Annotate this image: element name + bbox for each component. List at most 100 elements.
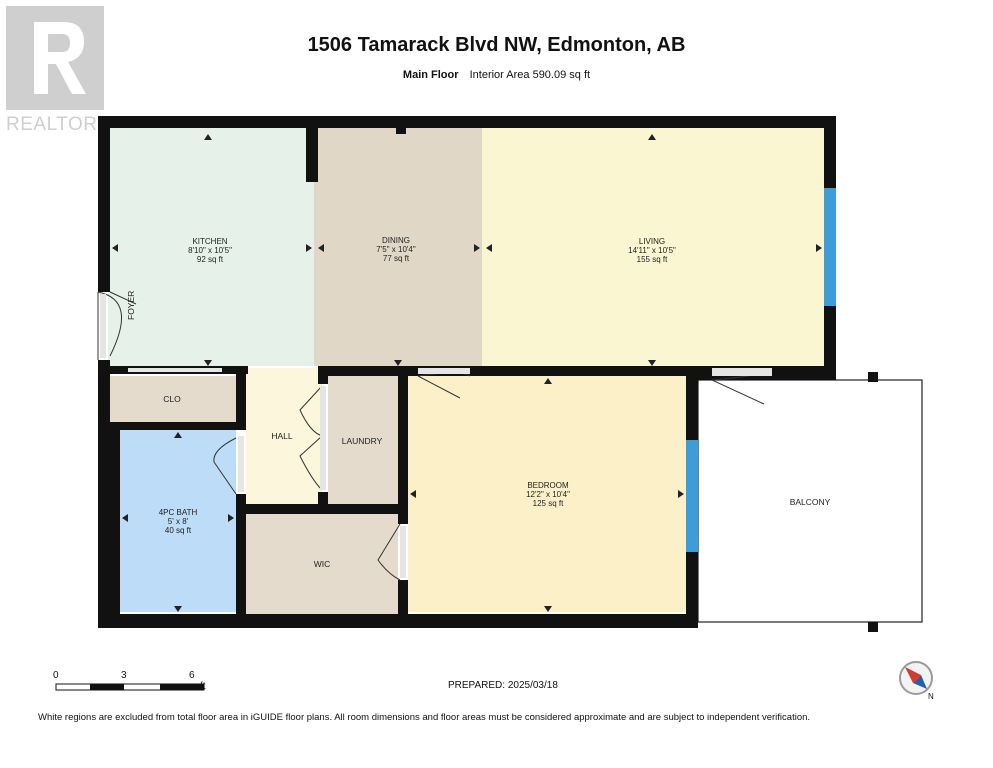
closet-opening bbox=[128, 368, 222, 372]
bath-dims: 5' x 8' bbox=[167, 517, 189, 526]
arrow-up-icon bbox=[204, 134, 212, 140]
bath-door-icon bbox=[213, 437, 237, 495]
wall bbox=[318, 366, 690, 376]
laundry-area bbox=[328, 376, 398, 504]
wall bbox=[396, 128, 406, 134]
living-area-text: 155 sq ft bbox=[636, 255, 668, 264]
arrow-up-icon bbox=[648, 134, 656, 140]
wic-label: WIC bbox=[313, 559, 331, 569]
bedroom-dims: 12'2" x 10'4" bbox=[526, 490, 570, 499]
arrow-down-icon bbox=[394, 360, 402, 366]
dining-name: DINING bbox=[382, 236, 410, 245]
laundry-opening bbox=[320, 386, 326, 490]
bath-area-text: 40 sq ft bbox=[164, 526, 192, 535]
realtor-r-icon bbox=[6, 6, 104, 110]
disclaimer-text: White regions are excluded from total fl… bbox=[38, 712, 811, 723]
wall bbox=[98, 360, 110, 628]
wall bbox=[246, 504, 408, 514]
wic-opening bbox=[400, 526, 406, 578]
wall bbox=[98, 116, 836, 128]
scale-bar-segment bbox=[160, 684, 204, 690]
arrow-right-icon bbox=[816, 244, 822, 252]
kitchen-label: KITCHEN 8'10" x 10'5" 92 sq ft bbox=[188, 237, 232, 264]
arrow-right-icon bbox=[228, 514, 234, 522]
dining-label: DINING 7'5" x 10'4" 77 sq ft bbox=[376, 236, 415, 263]
interior-area: Interior Area 590.09 sq ft bbox=[469, 69, 591, 81]
arrow-right-icon bbox=[474, 244, 480, 252]
wall bbox=[398, 580, 408, 616]
arrow-up-icon bbox=[174, 432, 182, 438]
wall bbox=[236, 366, 246, 428]
scale-tick-3: 3 bbox=[121, 670, 127, 681]
balcony-post bbox=[868, 372, 878, 382]
arrow-down-icon bbox=[544, 606, 552, 612]
floor-label: Main Floor bbox=[402, 69, 459, 81]
arrow-right-icon bbox=[678, 490, 684, 498]
foyer-opening bbox=[100, 294, 106, 358]
scale-tick-0: 0 bbox=[53, 670, 59, 681]
arrow-down-icon bbox=[648, 360, 656, 366]
balcony-label: BALCONY bbox=[789, 497, 831, 507]
bath-opening bbox=[238, 436, 244, 492]
wic-area bbox=[246, 514, 398, 614]
scale-bar-segment bbox=[90, 684, 124, 690]
bedroom-label: BEDROOM 12'2" x 10'4" 125 sq ft bbox=[526, 481, 570, 508]
wall bbox=[306, 128, 318, 182]
arrow-left-icon bbox=[410, 490, 416, 498]
wall bbox=[398, 366, 408, 524]
bedroom-name: BEDROOM bbox=[527, 481, 569, 490]
arrow-left-icon bbox=[122, 514, 128, 522]
bedroom-opening bbox=[418, 368, 470, 374]
page-subtitle: Main Floor Interior Area 590.09 sq ft bbox=[0, 69, 993, 81]
arrow-down-icon bbox=[204, 360, 212, 366]
arrow-down-icon bbox=[174, 606, 182, 612]
scale-tick-6: 6 bbox=[189, 670, 195, 681]
hall-area bbox=[246, 368, 322, 504]
laundry-door-icon bbox=[299, 385, 323, 491]
kitchen-area-text: 92 sq ft bbox=[196, 255, 224, 264]
living-label: LIVING 14'11" x 10'5" 155 sq ft bbox=[628, 237, 676, 264]
compass-icon bbox=[899, 661, 933, 695]
wic-door-icon bbox=[377, 523, 401, 581]
hall-label: HALL bbox=[271, 431, 293, 441]
foyer-label: FOYER bbox=[126, 290, 136, 320]
balcony-outline bbox=[697, 379, 923, 623]
dining-area bbox=[314, 128, 482, 366]
kitchen-area bbox=[108, 128, 314, 366]
living-window bbox=[824, 188, 836, 306]
prepared-date: PREPARED: 2025/03/18 bbox=[448, 680, 558, 691]
dining-area-text: 77 sq ft bbox=[382, 254, 410, 263]
kitchen-name: KITCHEN bbox=[192, 237, 228, 246]
wall bbox=[318, 492, 328, 506]
wall bbox=[108, 422, 246, 430]
realtor-logo: REALTOR bbox=[6, 6, 106, 135]
arrow-right-icon bbox=[306, 244, 312, 252]
page-title: 1506 Tamarack Blvd NW, Edmonton, AB bbox=[307, 34, 686, 56]
dimension-arrows bbox=[112, 134, 822, 612]
arrow-up-icon bbox=[544, 378, 552, 384]
arrow-left-icon bbox=[486, 244, 492, 252]
bath-area bbox=[120, 430, 236, 612]
balcony-post bbox=[868, 622, 878, 632]
realtor-logo-text: REALTOR bbox=[6, 114, 98, 135]
wall bbox=[98, 116, 110, 292]
bedroom-area-text: 125 sq ft bbox=[532, 499, 564, 508]
wall bbox=[98, 614, 698, 628]
closet-area bbox=[108, 376, 238, 422]
bath-name: 4PC BATH bbox=[158, 508, 198, 517]
wall bbox=[108, 430, 120, 614]
arrow-left-icon bbox=[112, 244, 118, 252]
closet-label: CLO bbox=[163, 394, 181, 404]
bath-label: 4PC BATH 5' x 8' 40 sq ft bbox=[159, 508, 198, 535]
bedroom-window bbox=[686, 440, 698, 552]
living-name: LIVING bbox=[638, 237, 666, 246]
living-dims: 14'11" x 10'5" bbox=[628, 246, 676, 255]
wall bbox=[318, 366, 328, 384]
living-area bbox=[482, 128, 824, 366]
kitchen-dims: 8'10" x 10'5" bbox=[188, 246, 232, 255]
wall bbox=[236, 494, 246, 616]
balcony-opening bbox=[712, 368, 772, 376]
dining-dims: 7'5" x 10'4" bbox=[376, 245, 416, 254]
